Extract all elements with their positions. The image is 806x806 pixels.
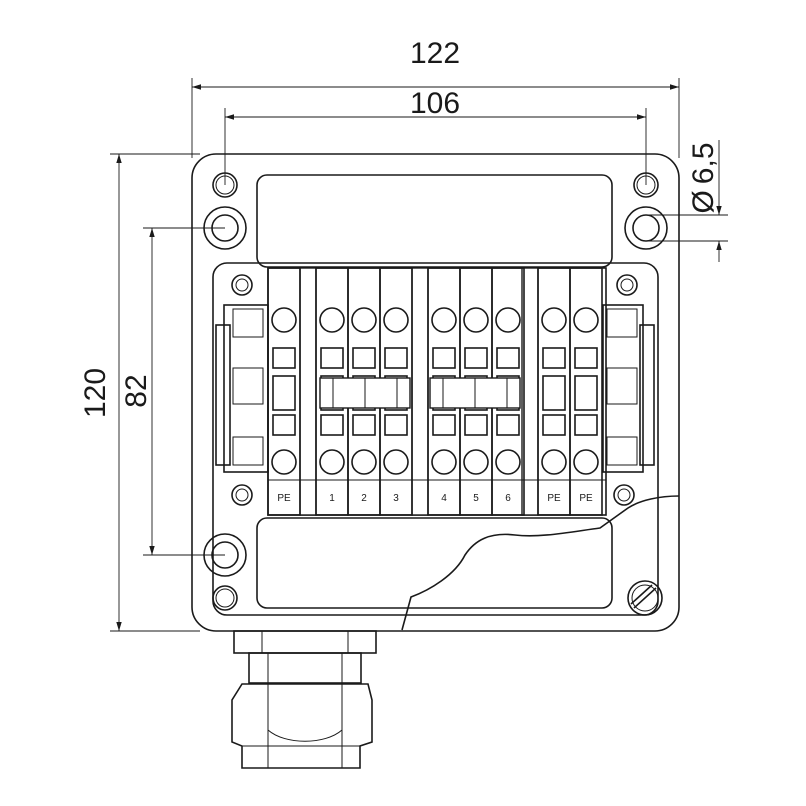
- enclosure: [191, 153, 680, 632]
- terminal-clamp-top: [351, 307, 377, 333]
- terminal-clamp-bottom: [573, 449, 599, 475]
- screw-hole: [231, 484, 253, 506]
- terminal-release-slot: [272, 347, 296, 369]
- terminal-clamp-bottom: [383, 449, 409, 475]
- terminal-clamp-top: [319, 307, 345, 333]
- fixing-hole: [624, 206, 668, 250]
- terminal-label: PE: [579, 493, 593, 504]
- end-stop-right: [602, 304, 644, 473]
- terminal-release-slot: [320, 347, 344, 369]
- overall-height-label: 120: [79, 368, 112, 418]
- terminal-label: 4: [441, 493, 447, 504]
- dimension-overall-width: 122: [191, 37, 680, 158]
- terminal-bridge-slot: [574, 375, 598, 411]
- screw-hole: [616, 274, 638, 296]
- terminal-clamp-top: [463, 307, 489, 333]
- overall-width-label: 122: [410, 37, 460, 70]
- mounting-hole: [212, 585, 238, 611]
- enclosure-inner-wall: [212, 262, 659, 616]
- terminal-label: 6: [505, 493, 511, 504]
- terminal-body: [267, 267, 301, 516]
- gland-nut: [233, 630, 377, 654]
- fixing-hole: [203, 206, 247, 250]
- terminal-release-slot: [352, 414, 376, 436]
- terminal-release-slot: [432, 347, 456, 369]
- hole-spacing-width-label: 106: [410, 87, 460, 120]
- terminal-label: 5: [473, 493, 479, 504]
- gland-thread: [248, 652, 362, 684]
- terminal-label: 3: [393, 493, 399, 504]
- terminal-clamp-bottom: [271, 449, 297, 475]
- terminal-clamp-top: [573, 307, 599, 333]
- terminal-block: PE: [267, 267, 301, 516]
- terminal-block: PE: [537, 267, 571, 516]
- dimension-overall-height: 120: [79, 153, 200, 632]
- mounting-hole: [212, 172, 238, 198]
- fixing-hole: [203, 533, 247, 577]
- terminal-separator: [411, 267, 429, 516]
- terminal-clamp-top: [383, 307, 409, 333]
- terminal-strip: PE 1 2 3 4 5 6 PE PE: [267, 267, 607, 516]
- mounting-hole: [633, 172, 659, 198]
- cable-gland: [231, 630, 377, 769]
- terminal-bridge-slot: [542, 375, 566, 411]
- terminal-label: PE: [547, 493, 561, 504]
- terminal-release-slot: [432, 414, 456, 436]
- enclosure-outline: [191, 153, 680, 632]
- terminal-bridge-slot: [272, 375, 296, 411]
- terminal-release-slot: [542, 414, 566, 436]
- terminal-release-slot: [464, 414, 488, 436]
- bottom-recess: [256, 517, 613, 609]
- terminal-clamp-top: [271, 307, 297, 333]
- terminal-label: 1: [329, 493, 335, 504]
- terminal-release-slot: [352, 347, 376, 369]
- terminal-clamp-bottom: [351, 449, 377, 475]
- terminal-release-slot: [542, 347, 566, 369]
- terminal-release-slot: [574, 347, 598, 369]
- rail-right-end: [639, 324, 655, 466]
- hole-diameter-value: 6,5: [687, 142, 720, 184]
- terminal-clamp-top: [431, 307, 457, 333]
- gland-cap: [231, 683, 373, 769]
- terminal-clamp-bottom: [431, 449, 457, 475]
- terminal-block: PE: [569, 267, 603, 516]
- terminal-release-slot: [320, 414, 344, 436]
- terminal-release-slot: [384, 414, 408, 436]
- terminal-blocks: PE 1 2 3 4 5 6 PE PE: [267, 267, 603, 516]
- hole-diameter-label: Ø 6,5: [687, 142, 720, 213]
- top-label-recess: [256, 174, 613, 268]
- terminal-release-slot: [574, 414, 598, 436]
- cutaway-break-line: [401, 495, 680, 631]
- terminal-label: PE: [277, 493, 291, 504]
- dimension-hole-spacing-width: 106: [224, 87, 647, 185]
- terminal-body: [569, 267, 603, 516]
- diameter-symbol: Ø: [687, 190, 720, 213]
- terminal-clamp-top: [541, 307, 567, 333]
- terminal-release-slot: [384, 347, 408, 369]
- terminal-clamp-bottom: [541, 449, 567, 475]
- terminal-clamp-bottom: [319, 449, 345, 475]
- terminal-separator: [299, 267, 317, 516]
- dimension-hole-diameter: Ø 6,5: [646, 140, 728, 262]
- terminal-clamp-bottom: [463, 449, 489, 475]
- earth-screw: [627, 580, 663, 616]
- terminal-clamp-bottom: [495, 449, 521, 475]
- terminal-release-slot: [272, 414, 296, 436]
- hole-spacing-height-label: 82: [120, 374, 153, 407]
- terminal-release-slot: [496, 347, 520, 369]
- din-rail: [215, 304, 655, 473]
- rail-left-end: [215, 324, 231, 466]
- terminal-release-slot: [464, 347, 488, 369]
- terminal-clamp-top: [495, 307, 521, 333]
- screw-hole: [231, 274, 253, 296]
- screw-hole: [613, 484, 635, 506]
- terminal-release-slot: [496, 414, 520, 436]
- dimension-hole-spacing-height: 82: [120, 227, 225, 556]
- terminal-label: 2: [361, 493, 367, 504]
